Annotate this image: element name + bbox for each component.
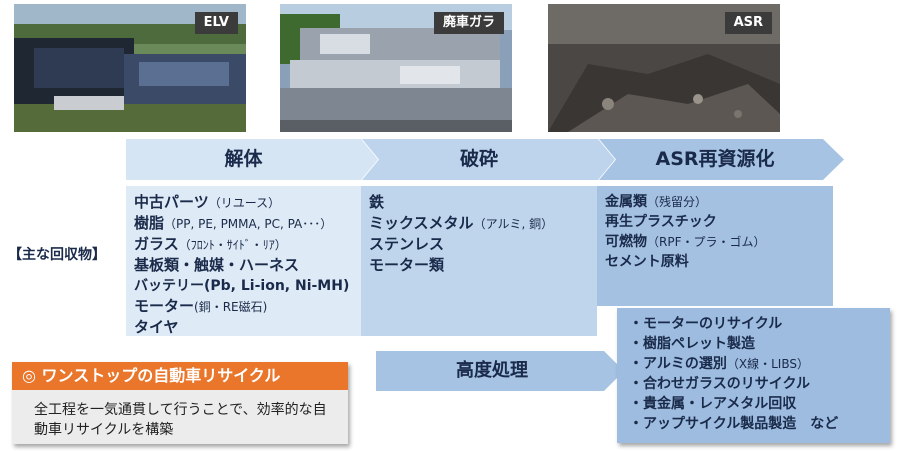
list-item: セメント原料 bbox=[605, 254, 689, 270]
list-item: ガラス（ﾌﾛﾝﾄ・ｻｲﾄﾞ・ﾘｱ） bbox=[134, 235, 287, 253]
stage-arrows bbox=[126, 139, 844, 180]
asr-photo: ASR bbox=[548, 4, 780, 132]
list-item: ・アップサイクル製品製造 など bbox=[629, 416, 839, 432]
stage-label-shredding: 破砕 bbox=[459, 148, 498, 170]
list-item: ステンレス bbox=[369, 235, 445, 253]
stage-label-asr: ASR再資源化 bbox=[655, 148, 775, 170]
list-item: ミックスメタル（アルミ, 銅） bbox=[369, 214, 554, 232]
stage-arrow-dismantling bbox=[126, 139, 378, 180]
list-item: モーター(銅・RE磁石) bbox=[134, 297, 268, 315]
stage-arrow-shredding bbox=[362, 139, 615, 180]
callout-body: 全工程を一気通貫して行うことで、効率的な自動車リサイクルを構築 bbox=[34, 402, 327, 438]
list-item: タイヤ bbox=[134, 318, 179, 336]
list-item: ・アルミの選別（X線・LIBS） bbox=[629, 356, 809, 372]
shredding-recovered-list: 鉄 ミックスメタル（アルミ, 銅） ステンレス モーター類 bbox=[361, 186, 597, 336]
advanced-processing-label: 高度処理 bbox=[456, 360, 528, 381]
list-item: ・モーターのリサイクル bbox=[629, 316, 783, 332]
elv-photo: ELV bbox=[14, 4, 246, 132]
list-item: 樹脂（PP, PE, PMMA, PC, PA･･･） bbox=[134, 214, 333, 232]
list-item: 基板類・触媒・ハーネス bbox=[134, 256, 300, 274]
advanced-processing-list: ・モーターのリサイクル ・樹脂ペレット製造 ・アルミの選別（X線・LIBS） ・… bbox=[617, 308, 890, 443]
stage-label-dismantling: 解体 bbox=[224, 148, 263, 170]
car-body-scrap-tag: 廃車ガラ bbox=[433, 12, 504, 34]
list-item: ・貴金属・レアメタル回収 bbox=[629, 396, 797, 412]
list-item: 可燃物（RPF・プラ・ゴム） bbox=[605, 234, 766, 250]
stage-arrow-asr bbox=[599, 139, 844, 180]
asr-recovered-list: 金属類（残留分） 再生プラスチック 可燃物（RPF・プラ・ゴム） セメント原料 bbox=[597, 186, 833, 306]
dismantling-recovered-list: 中古パーツ（リユース） 樹脂（PP, PE, PMMA, PC, PA･･･） … bbox=[126, 186, 361, 336]
list-item: 再生プラスチック bbox=[605, 214, 717, 230]
elv-tag: ELV bbox=[194, 12, 238, 34]
list-item: 鉄 bbox=[369, 193, 385, 211]
list-item: モーター類 bbox=[369, 256, 445, 274]
asr-tag: ASR bbox=[724, 12, 772, 34]
list-item: バッテリー(Pb, Li-ion, Ni-MH) bbox=[134, 278, 350, 294]
car-body-scrap-photo: 廃車ガラ bbox=[280, 4, 512, 132]
list-item: 中古パーツ（リユース） bbox=[134, 193, 281, 211]
advanced-processing-arrow bbox=[376, 351, 624, 391]
list-item: 金属類（残留分） bbox=[605, 194, 708, 210]
list-item: ・合わせガラスのリサイクル bbox=[629, 376, 811, 392]
one-stop-callout: ◎ ワンストップの自動車リサイクル 全工程を一気通貫して行うことで、効率的な自動… bbox=[12, 362, 348, 444]
list-item: ・樹脂ペレット製造 bbox=[629, 336, 755, 352]
callout-title: ◎ ワンストップの自動車リサイクル bbox=[12, 362, 348, 390]
recovered-items-label: 【主な回収物】 bbox=[8, 247, 106, 263]
